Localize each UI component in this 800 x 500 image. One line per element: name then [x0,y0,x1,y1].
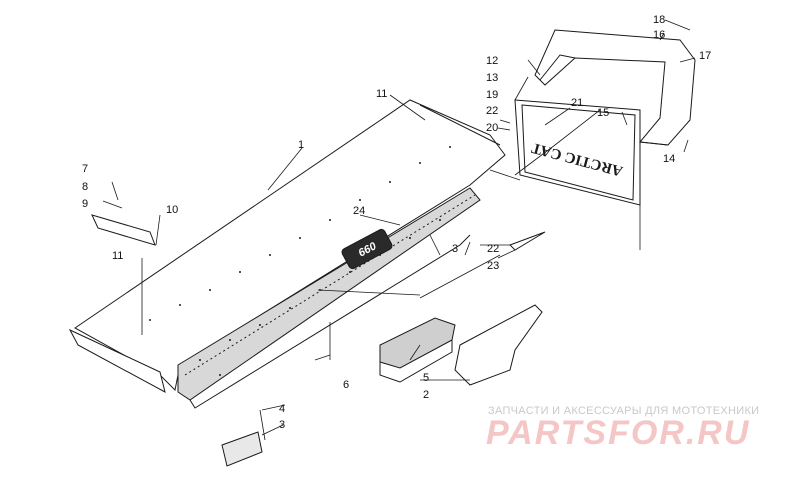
label-part-2: 2 [423,389,429,401]
label-part-11b: 11 [376,88,387,100]
rear-mount-bracket [91,214,156,246]
label-part-15: 15 [597,107,609,119]
label-part-3b: 3 [279,419,285,431]
watermark-logo: PARTSFOR.RU [486,414,751,452]
tunnel-badge [341,228,393,270]
label-part-22: 22 [486,105,498,117]
label-part-4: 4 [279,403,285,415]
label-part-23: 23 [487,260,499,272]
label-part-5: 5 [423,372,429,384]
label-part-18: 18 [653,14,665,26]
label-part-14: 14 [663,153,675,165]
label-part-6: 6 [343,379,349,391]
label-part-10: 10 [166,204,178,216]
side-plate [221,431,263,467]
label-part-24: 24 [353,205,365,217]
label-part-8: 8 [82,181,88,193]
label-part-22b: 22 [487,243,499,255]
label-part-7: 7 [82,163,88,175]
label-part-9: 9 [82,198,88,210]
label-part-21: 21 [571,97,583,109]
rear-bumper [534,29,696,146]
label-part-19: 19 [486,89,498,101]
footrest-bracket [454,304,543,386]
label-part-13: 13 [486,72,498,84]
label-part-1: 1 [298,139,304,151]
footrest-pad [379,317,456,383]
label-part-12: 12 [486,55,498,67]
leader-lines [102,19,696,441]
label-part-20: 20 [486,122,498,134]
reflector [509,231,546,251]
label-part-16: 16 [653,29,665,41]
label-part-3: 3 [452,243,458,255]
label-part-17: 17 [699,50,711,62]
tunnel-body [68,99,506,409]
watermark-tagline: ЗАПЧАСТИ И АКСЕССУАРЫ ДЛЯ МОТОТЕХНИКИ [488,405,760,417]
label-part-11: 11 [112,250,123,262]
rivet-pattern [149,146,451,376]
